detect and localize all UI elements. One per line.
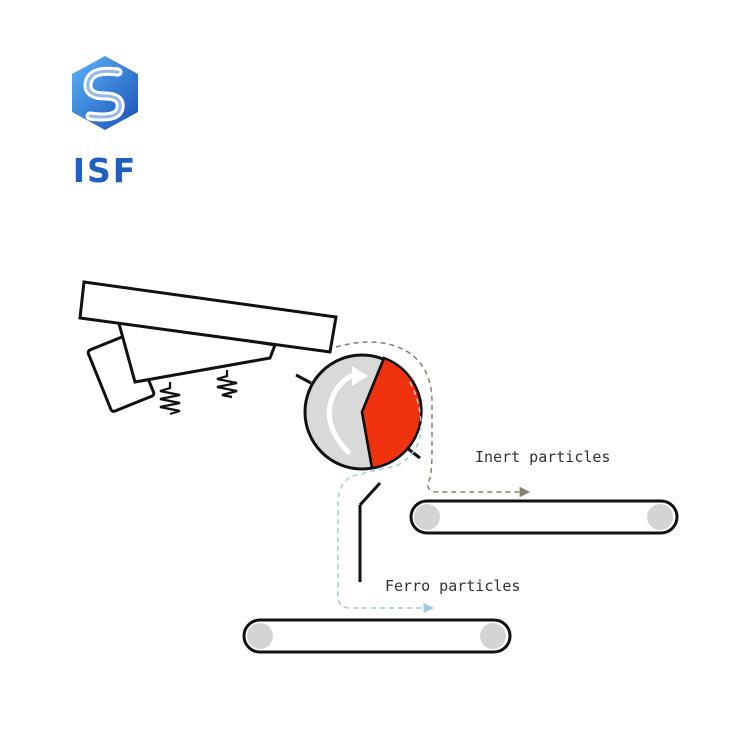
ferro-conveyor-belt — [242, 618, 512, 654]
ferro-conveyor-roller-right — [480, 623, 506, 649]
inert-particles-label: Inert particles — [475, 448, 610, 466]
ferro-conveyor-roller-left — [247, 623, 273, 649]
feeder-spring-right — [216, 370, 238, 399]
isf-logo: ISF — [72, 56, 138, 190]
inert-conveyor-roller-left — [414, 504, 440, 530]
inert-conveyor — [409, 499, 679, 535]
ferro-path — [337, 381, 435, 614]
logo-mark-icon — [72, 56, 138, 130]
ferro-particles-label: Ferro particles — [385, 577, 520, 595]
inert-conveyor-roller-right — [647, 504, 673, 530]
feeder-spring-left — [159, 382, 181, 416]
drum-scraper-right — [406, 446, 421, 460]
logo-text: ISF — [73, 151, 138, 190]
magnetic-drum — [295, 353, 423, 471]
drum-magnet-sector — [360, 356, 423, 470]
feeder-chute — [78, 280, 338, 354]
splitter-tip — [358, 481, 382, 507]
inert-conveyor-belt — [409, 499, 679, 535]
rotation-arrowhead-icon — [352, 366, 368, 386]
drum-scraper-left — [295, 373, 312, 385]
vibrating-feeder — [78, 280, 338, 416]
ferro-conveyor — [242, 618, 512, 654]
rotation-arrow-icon — [326, 371, 359, 455]
inert-path — [335, 341, 531, 498]
drum-magnet-edge — [360, 357, 386, 469]
splitter — [358, 481, 382, 582]
